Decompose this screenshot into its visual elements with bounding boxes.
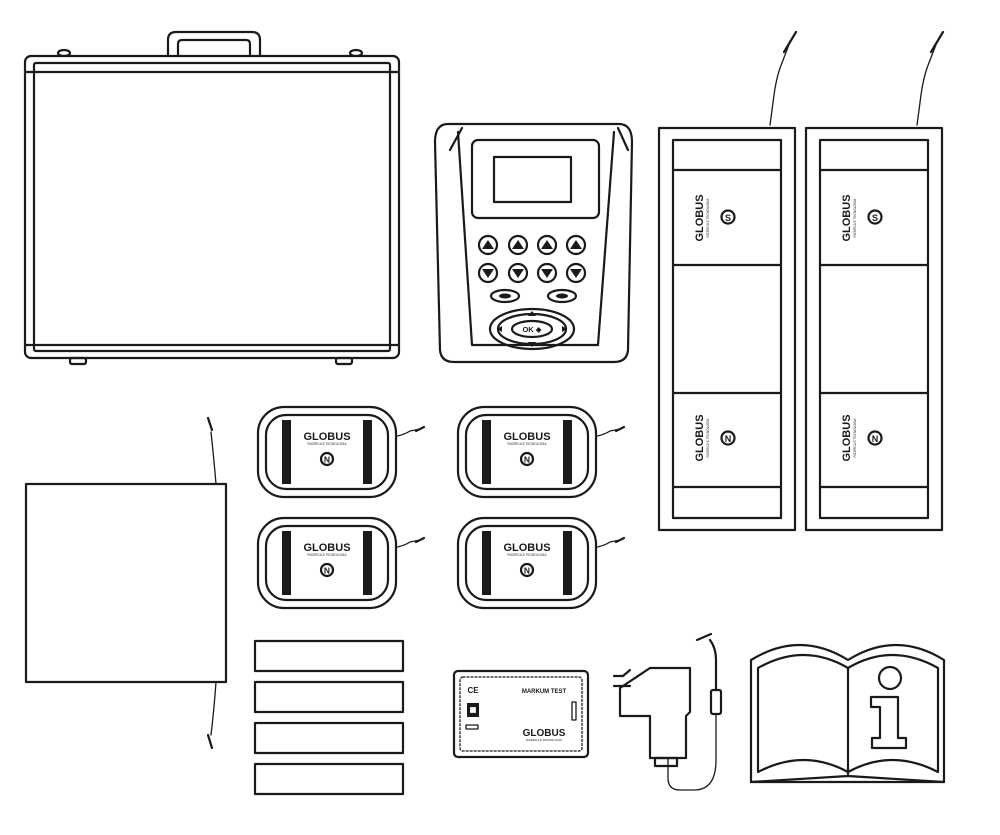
polarity-n-label: N xyxy=(725,434,732,444)
polarity-n-label: N xyxy=(524,566,530,576)
up-arrow-buttons xyxy=(477,234,587,256)
electrode-tagline: RICERCA E TECNOLOGIA xyxy=(508,442,548,446)
ce-mark: CE xyxy=(467,686,479,695)
tester-title: MARKUM TEST xyxy=(522,689,567,695)
adhesive-strips xyxy=(253,639,405,796)
electrode-pad-icon: GLOBUS RICERCA E TECNOLOGIA N xyxy=(256,516,426,610)
tester-brand: GLOBUS xyxy=(523,728,566,739)
large-electrode-2: GLOBUS RICERCA E TECNOLOGIA S GLOBUS RIC… xyxy=(804,30,945,532)
electrode-brand: GLOBUS xyxy=(841,414,853,461)
function-buttons xyxy=(489,288,578,304)
polarity-n-label: N xyxy=(324,566,330,576)
polarity-n-label: N xyxy=(324,455,330,465)
electrode-pad-icon: GLOBUS RICERCA E TECNOLOGIA N xyxy=(456,516,626,610)
manual-info-icon: i xyxy=(749,644,946,784)
tester-tagline: RICERCA E TECNOLOGIA xyxy=(526,738,563,742)
electrode-pad-icon: GLOBUS RICERCA E TECNOLOGIA N xyxy=(456,405,626,499)
carry-case-icon xyxy=(23,30,401,366)
electrode-brand: GLOBUS xyxy=(503,542,550,554)
electrode-tagline: RICERCA E TECNOLOGIA xyxy=(706,418,710,458)
electrode-tagline: RICERCA E TECNOLOGIA xyxy=(508,553,548,557)
accessory-bag xyxy=(24,482,228,684)
electrode-tester-card: MARKUM TEST CE GLOBUS RICERCA E TECNOLOG… xyxy=(452,669,590,759)
electrode-brand: GLOBUS xyxy=(303,431,350,443)
electrode-tagline: RICERCA E TECNOLOGIA xyxy=(308,442,348,446)
electrode-brand: GLOBUS xyxy=(303,542,350,554)
down-arrow-buttons xyxy=(477,262,587,284)
electrode-tagline: RICERCA E TECNOLOGIA xyxy=(853,198,857,238)
ok-button-label: OK ◆ xyxy=(522,325,541,334)
electrode-brand: GLOBUS xyxy=(694,414,706,461)
charger-icon xyxy=(612,632,723,791)
electrode-tagline: RICERCA E TECNOLOGIA xyxy=(308,553,348,557)
stimulator-device-icon: OK ◆ xyxy=(433,122,634,364)
electrode-tagline: RICERCA E TECNOLOGIA xyxy=(853,418,857,458)
electrode-tagline: RICERCA E TECNOLOGIA xyxy=(706,198,710,238)
cable-icon xyxy=(206,416,217,750)
polarity-n-label: N xyxy=(524,455,530,465)
large-electrode-1: GLOBUS RICERCA E TECNOLOGIA S GLOBUS RIC… xyxy=(657,30,798,532)
polarity-n-label: N xyxy=(872,434,879,444)
ok-navigation-pad: OK ◆ xyxy=(488,307,576,351)
polarity-s-label: S xyxy=(872,213,878,223)
electrode-pad-icon: GLOBUS RICERCA E TECNOLOGIA N xyxy=(256,405,426,499)
electrode-brand: GLOBUS xyxy=(503,431,550,443)
polarity-s-label: S xyxy=(725,213,731,223)
electrode-brand: GLOBUS xyxy=(841,194,853,241)
electrode-brand: GLOBUS xyxy=(694,194,706,241)
